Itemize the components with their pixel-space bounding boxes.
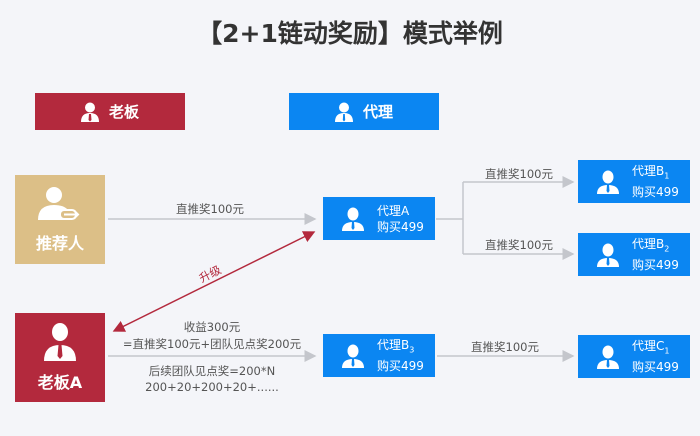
- agent-b2-sub: 2: [664, 244, 670, 254]
- node-agent-b3: 代理B3 购买499: [323, 334, 435, 377]
- label-referrer-to-a: 直推奖100元: [176, 202, 244, 216]
- label-income-2: =直推奖100元+团队见点奖200元: [122, 337, 302, 351]
- boss-icon: [80, 102, 99, 122]
- referrer-label: 推荐人: [35, 233, 84, 253]
- agent-icon: [597, 170, 619, 194]
- label-a-to-b2: 直推奖100元: [485, 238, 553, 252]
- upgrade-arrow: [112, 231, 316, 332]
- legend-agent-label: 代理: [362, 103, 393, 121]
- agent-icon: [334, 102, 353, 122]
- agent-b1-sub: 1: [664, 171, 670, 181]
- node-referrer: 推荐人: [15, 175, 105, 264]
- agent-b1-name: 代理B: [632, 163, 665, 178]
- agent-b3-buy: 购买499: [377, 359, 424, 374]
- page-title: 【2+1链动奖励】模式举例: [197, 19, 503, 48]
- agent-c1-name: 代理C: [632, 338, 665, 353]
- node-agent-b2: 代理B2 购买499: [578, 233, 690, 276]
- agent-a-name: 代理A: [377, 203, 410, 218]
- label-income-1: 收益300元: [183, 320, 241, 334]
- agent-icon: [342, 207, 364, 231]
- agent-b3-name: 代理B: [377, 337, 410, 352]
- agent-b3-sub: 3: [409, 345, 415, 355]
- legend-boss-label: 老板: [108, 103, 139, 121]
- user-share-icon: [38, 186, 80, 220]
- node-agent-b1: 代理B1 购买499: [578, 160, 690, 203]
- node-agent-c1: 代理C1 购买499: [578, 335, 690, 378]
- agent-b2-buy: 购买499: [632, 258, 679, 273]
- agent-c1-buy: 购买499: [632, 360, 679, 375]
- label-b3-to-c1: 直推奖100元: [471, 340, 539, 354]
- agent-b1-buy: 购买499: [632, 185, 679, 200]
- boss-icon: [44, 322, 76, 361]
- agent-c1-sub: 1: [664, 346, 670, 356]
- legend-agent: 代理: [289, 93, 439, 130]
- agent-a-buy: 购买499: [377, 219, 424, 234]
- label-future-1: 后续团队见点奖=200*N: [148, 364, 276, 378]
- label-future-2: 200+20+200+20+......: [145, 380, 279, 394]
- legend-boss: 老板: [35, 93, 185, 130]
- agent-b2-name: 代理B: [632, 236, 665, 251]
- boss-a-label: 老板A: [37, 372, 83, 392]
- agent-icon: [342, 344, 364, 368]
- node-boss-a: 老板A: [15, 313, 105, 402]
- agent-icon: [597, 345, 619, 369]
- agent-icon: [597, 243, 619, 267]
- label-a-to-b1: 直推奖100元: [485, 167, 553, 181]
